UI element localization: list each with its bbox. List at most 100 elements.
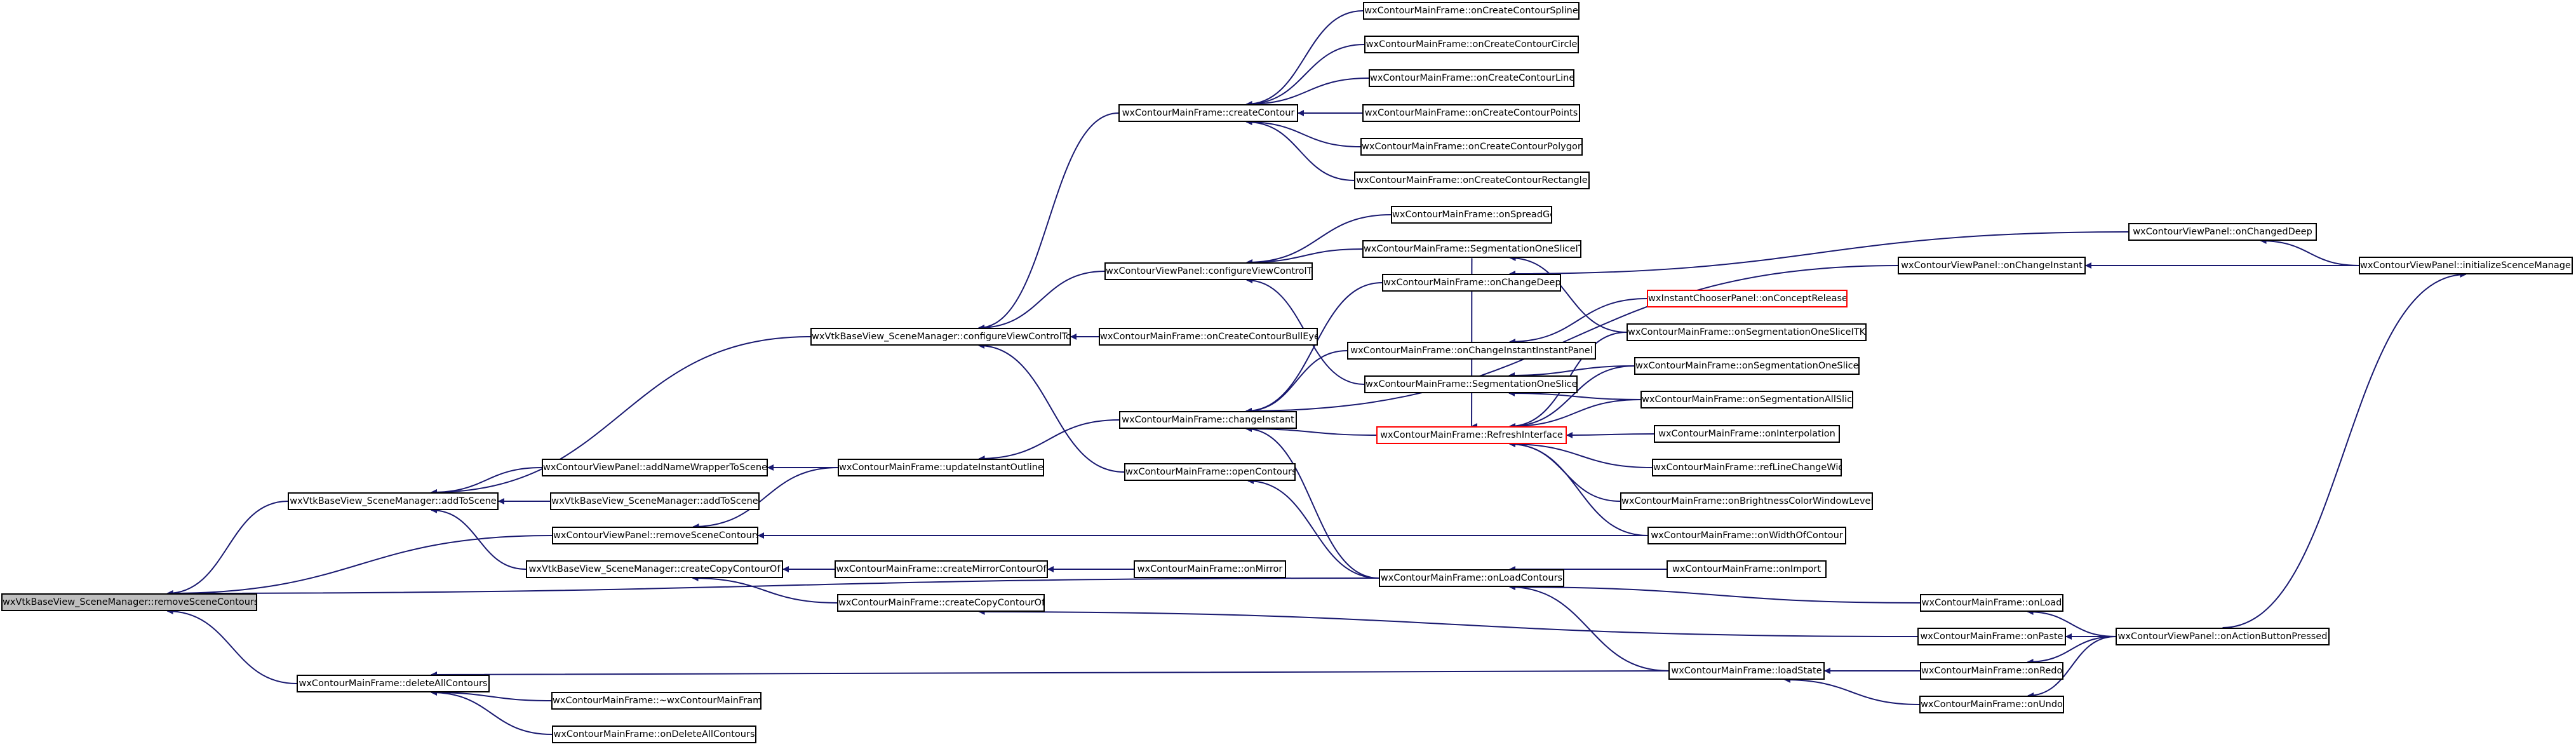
node-view-panel-add-name-wrapper-to-scene[interactable]: wxContourViewPanel::addNameWrapperToScen… [542, 459, 768, 476]
node-main-frame-segmentation-one-slice-itk[interactable]: wxContourMainFrame::SegmentationOneSlice… [1362, 240, 1581, 258]
node-main-frame-change-instant[interactable]: wxContourMainFrame::changeInstant [1119, 411, 1297, 429]
call-edge-vpOnActionButtonPressed-to-vpInitializeScenceManager [2222, 271, 2467, 628]
node-main-frame-refresh-interface[interactable]: wxContourMainFrame::RefreshInterface [1376, 426, 1567, 444]
node-view-panel-configure-view-control-to[interactable]: wxContourViewPanel::configureViewControl… [1104, 262, 1313, 280]
node-instant-chooser-panel-on-concept-release[interactable]: wxInstantChooserPanel::onConceptRelease [1647, 290, 1848, 307]
node-view-panel-on-change-instant[interactable]: wxContourViewPanel::onChangeInstant [1898, 257, 2086, 274]
node-main-frame-on-load[interactable]: wxContourMainFrame::onLoad [1920, 594, 2063, 612]
node-label: wxContourMainFrame::SegmentationOneSlice [1365, 379, 1578, 389]
call-edge-mfOnCreateContourCircle-to-mfCreateContour [1245, 44, 1365, 107]
node-label: wxContourMainFrame::onSpreadGo [1392, 210, 1552, 220]
node-label: wxContourMainFrame::onUndo [1921, 699, 2063, 710]
call-edge-mfRefLineChangeWidth-to-mfRefreshInterface [1509, 441, 1653, 468]
node-label: wxContourMainFrame::onWidthOfContour [1651, 530, 1843, 541]
call-edge-mfOnSegmentationOneSlice-to-mfRefreshInterface [1509, 365, 1635, 429]
node-main-frame-ref-line-change-width[interactable]: wxContourMainFrame::refLineChangeWidth [1652, 459, 1842, 476]
node-main-frame-on-segmentation-one-slice-itk[interactable]: wxContourMainFrame::onSegmentationOneSli… [1627, 323, 1867, 341]
call-edge-mfOnChangeInstantInstantPanel-to-mfChangeInstant [1245, 350, 1348, 414]
node-scene-manager-add-to-scene[interactable]: wxVtkBaseView_SceneManager::addToScene [288, 492, 499, 510]
call-edge-vpOnActionButtonPressed-to-mfOnRedo [2027, 636, 2116, 665]
call-edge-mfOnUndo-to-mfLoadState [1784, 677, 1920, 705]
node-label: wxVtkBaseView_SceneManager::removeSceneC… [3, 597, 257, 607]
node-main-frame-segmentation-one-slice[interactable]: wxContourMainFrame::SegmentationOneSlice [1364, 375, 1578, 393]
node-main-frame-on-undo[interactable]: wxContourMainFrame::onUndo [1919, 696, 2064, 713]
node-label: wxContourMainFrame::onImport [1672, 564, 1821, 574]
call-edge-mfLoadState-to-mfLoadContours [1509, 584, 1669, 671]
node-main-frame-on-paste[interactable]: wxContourMainFrame::onPaste [1917, 628, 2066, 645]
node-scene-manager-add-to-scene-2[interactable]: wxVtkBaseView_SceneManager::addToScene [550, 492, 760, 510]
node-label: wxContourMainFrame::deleteAllContours [299, 678, 488, 689]
node-label: wxVtkBaseView_SceneManager::addToScene [551, 496, 758, 506]
node-main-frame-on-create-contour-rectangle[interactable]: wxContourMainFrame::onCreateContourRecta… [1354, 172, 1590, 189]
node-main-frame-create-copy-contour-of[interactable]: wxContourMainFrame::createCopyContourOf [837, 594, 1045, 612]
node-label: wxContourMainFrame::RefreshInterface [1380, 430, 1563, 440]
call-edge-mfLoadContours-to-mfChangeInstant [1245, 426, 1379, 579]
node-label: wxContourMainFrame::onSegmentationOneSli… [1635, 361, 1859, 371]
node-main-frame-on-mirror[interactable]: wxContourMainFrame::onMirror [1134, 560, 1286, 578]
node-label: wxContourMainFrame::onCreateContourRecta… [1356, 175, 1588, 186]
node-view-panel-initialize-scence-manager[interactable]: wxContourViewPanel::initializeScenceMana… [2359, 257, 2573, 274]
node-main-frame-on-create-contour-polygon[interactable]: wxContourMainFrame::onCreateContourPolyg… [1360, 138, 1583, 156]
node-label: wxContourMainFrame::updateInstantOutline… [839, 462, 1044, 473]
node-label: wxContourViewPanel::onChangedDeep [2133, 227, 2312, 237]
node-main-frame-open-contours[interactable]: wxContourMainFrame::openContours [1124, 463, 1296, 481]
node-main-frame-on-load-contours[interactable]: wxContourMainFrame::onLoadContours [1379, 569, 1564, 587]
node-main-frame-on-segmentation-one-slice[interactable]: wxContourMainFrame::onSegmentationOneSli… [1634, 357, 1860, 375]
node-main-frame-on-delete-all-contours[interactable]: wxContourMainFrame::onDeleteAllContours [552, 725, 756, 743]
node-main-frame-on-spread-go[interactable]: wxContourMainFrame::onSpreadGo [1391, 206, 1552, 224]
node-main-frame-on-import[interactable]: wxContourMainFrame::onImport [1667, 560, 1827, 578]
node-main-frame-on-change-deep[interactable]: wxContourMainFrame::onChangeDeep [1382, 274, 1561, 292]
node-label: wxContourMainFrame::onInterpolation [1658, 429, 1835, 439]
call-edge-mfSegmentationOneSliceITK-to-vpConfigureViewControlTo [1246, 248, 1363, 266]
call-edge-mfOnSegmentationOneSliceITK-to-mfSegmentationOneSliceITK [1509, 255, 1627, 333]
call-edge-mfOnSegmentationAllSlice-to-mfSegmentationOneSlice [1508, 390, 1641, 400]
call-edge-mfRefreshInterface-to-mfChangeInstant [1245, 426, 1377, 436]
node-main-frame-on-create-contour-circle[interactable]: wxContourMainFrame::onCreateContourCircl… [1364, 36, 1579, 53]
call-edge-smAddToScene-to-removeSceneContours [166, 501, 288, 597]
node-label: wxContourMainFrame::onChangeInstantInsta… [1350, 346, 1593, 356]
node-main-frame-load-state[interactable]: wxContourMainFrame::loadState [1668, 662, 1825, 680]
node-label: wxContourMainFrame::onLoad [1921, 598, 2062, 608]
node-main-frame-on-interpolation[interactable]: wxContourMainFrame::onInterpolation [1654, 425, 1840, 443]
node-main-frame-on-segmentation-all-slice[interactable]: wxContourMainFrame::onSegmentationAllSli… [1640, 391, 1853, 408]
node-main-frame-on-create-contour-line[interactable]: wxContourMainFrame::onCreateContourLine [1369, 69, 1574, 87]
node-main-frame-on-create-contour-points[interactable]: wxContourMainFrame::onCreateContourPoint… [1362, 104, 1580, 122]
node-label: wxContourViewPanel::configureViewControl… [1106, 266, 1313, 276]
node-label: wxContourViewPanel::addNameWrapperToScen… [543, 462, 767, 473]
node-main-frame-on-width-of-contour[interactable]: wxContourMainFrame::onWidthOfContour [1647, 527, 1846, 544]
node-view-panel-on-action-button-pressed[interactable]: wxContourViewPanel::onActionButtonPresse… [2116, 628, 2330, 645]
node-view-panel-remove-scene-contours[interactable]: wxContourViewPanel::removeSceneContours [552, 527, 758, 544]
call-edge-mfLoadContours-to-mfOpenContours [1247, 478, 1379, 579]
node-label: wxContourViewPanel::removeSceneContours [553, 530, 758, 541]
node-label: wxContourMainFrame::onSegmentationAllSli… [1642, 395, 1853, 405]
node-label: wxContourViewPanel::onActionButtonPresse… [2117, 631, 2328, 642]
node-main-frame-delete-all-contours[interactable]: wxContourMainFrame::deleteAllContours [297, 675, 490, 692]
node-label: wxContourMainFrame::onSegmentationOneSli… [1628, 327, 1866, 337]
node-view-panel-on-changed-deep[interactable]: wxContourViewPanel::onChangedDeep [2128, 223, 2317, 241]
node-main-frame-create-contour[interactable]: wxContourMainFrame::createContour [1118, 104, 1298, 122]
node-label: wxContourMainFrame::onBrightnessColorWin… [1621, 496, 1873, 506]
node-main-frame-on-redo[interactable]: wxContourMainFrame::onRedo [1920, 662, 2063, 680]
node-label: wxContourMainFrame::onCreateContourLine [1370, 73, 1574, 83]
node-scene-manager-configure-view-control-to[interactable]: wxVtkBaseView_SceneManager::configureVie… [810, 328, 1071, 346]
call-edge-icpOnConceptRelease-to-mfOnChangeInstantInstantPanel [1509, 298, 1647, 345]
call-edge-mfOpenContours-to-smConfigureViewControlTo [978, 342, 1125, 473]
call-edge-mfOnInterpolation-to-mfRefreshInterface [1566, 431, 1654, 438]
call-edge-mfOnPaste-to-mfCreateCopyContourOf [978, 609, 1918, 637]
node-main-frame-on-brightness-color-window-level[interactable]: wxContourMainFrame::onBrightnessColorWin… [1620, 492, 1873, 510]
node-main-frame-update-instant-outlines[interactable]: wxContourMainFrame::updateInstantOutline… [838, 459, 1044, 476]
node-main-frame-on-change-instant-instant-panel[interactable]: wxContourMainFrame::onChangeInstantInsta… [1347, 342, 1596, 360]
call-edge-vpOnActionButtonPressed-to-mfOnLoad [2027, 609, 2116, 637]
node-label: wxVtkBaseView_SceneManager::createCopyCo… [528, 564, 781, 574]
call-edge-vpRemoveSceneContours-to-removeSceneContours [166, 535, 553, 597]
node-label: wxContourMainFrame::refLineChangeWidth [1653, 462, 1842, 473]
call-edge-mfDeleteAllContours-to-removeSceneContours [166, 608, 297, 684]
node-main-frame-destructor[interactable]: wxContourMainFrame::~wxContourMainFrame [551, 692, 761, 710]
node-main-frame-on-create-contour-spline[interactable]: wxContourMainFrame::onCreateContourSplin… [1363, 2, 1580, 20]
node-scene-manager-create-copy-contour-of[interactable]: wxVtkBaseView_SceneManager::createCopyCo… [526, 560, 783, 578]
node-main-frame-create-mirror-contour-of[interactable]: wxContourMainFrame::createMirrorContourO… [835, 560, 1048, 578]
call-edge-mfUpdateInstantOutlines-to-vpRemoveSceneContours [692, 467, 838, 530]
call-edge-mfOnWidthOfContour-to-mfRefreshInterface [1509, 441, 1648, 536]
node-main-frame-on-create-contour-bull-eye[interactable]: wxContourMainFrame::onCreateContourBullE… [1099, 328, 1318, 346]
